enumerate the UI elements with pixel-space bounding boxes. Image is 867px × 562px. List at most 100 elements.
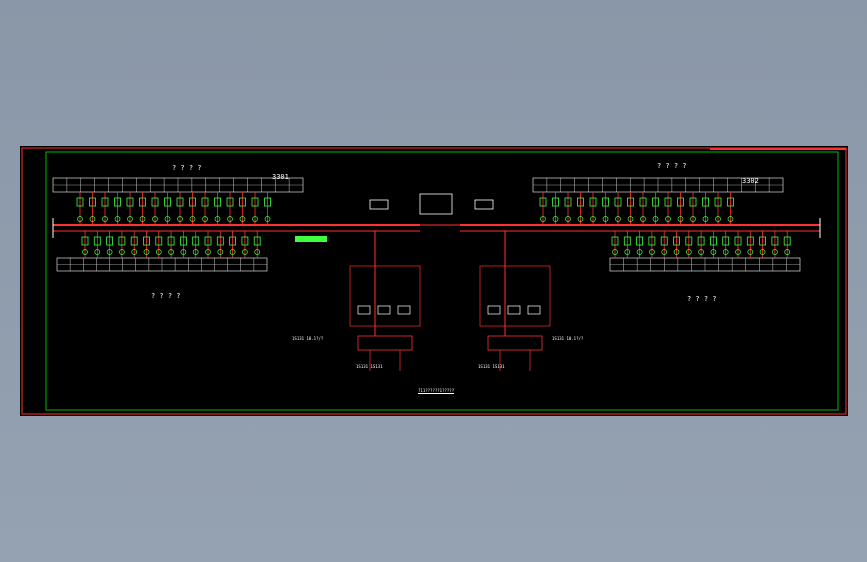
left-lower-ct xyxy=(192,249,199,255)
left-lower-breaker xyxy=(155,236,163,246)
left-upper-breaker xyxy=(201,197,209,207)
right-lower-breaker xyxy=(611,236,619,246)
right-lower-ct xyxy=(772,249,778,255)
right-bus-label: 3302 xyxy=(742,177,759,185)
right-upper-breaker xyxy=(602,197,609,207)
right-transformer-bay xyxy=(479,265,551,327)
right-top-label: ? ? ? ? xyxy=(657,162,687,170)
right-upper-breaker xyxy=(677,197,684,207)
right-lower-ct xyxy=(661,249,668,255)
left-upper-breaker xyxy=(189,197,196,207)
right-output-box xyxy=(487,335,543,351)
left-lower-ct xyxy=(205,249,211,255)
right-upper-breaker xyxy=(714,197,722,207)
left-upper-breaker xyxy=(239,197,246,207)
left-lower-breaker xyxy=(241,236,249,246)
left-lower-breaker xyxy=(179,236,187,246)
left-lower-ct xyxy=(242,249,248,255)
right-upper-ct xyxy=(727,216,734,222)
left-upper-breaker xyxy=(164,197,171,207)
left-upper-ct xyxy=(89,216,96,222)
right-ref-label: 1S131 10.1?/? xyxy=(552,336,584,341)
left-upper-breaker xyxy=(251,197,259,207)
right-lower-breaker xyxy=(783,236,791,246)
right-lower-ct xyxy=(612,249,618,255)
right-lower-breaker xyxy=(746,236,754,246)
left-unit xyxy=(397,305,411,315)
right-upper-ct xyxy=(677,216,684,222)
right-upper-ct xyxy=(652,216,659,222)
right-upper-ct xyxy=(690,216,696,222)
right-upper-ct xyxy=(602,216,609,222)
right-upper-ct xyxy=(565,216,571,222)
left-upper-breaker xyxy=(139,197,146,207)
right-upper-breaker xyxy=(627,197,634,207)
drawing-canvas[interactable]: ? ? ? ? ? ? ? ? ? ? ? ? ? ? ? ? 3301 330… xyxy=(20,146,848,416)
left-lower-breaker xyxy=(81,236,89,246)
left-lower-breaker xyxy=(216,236,224,246)
left-top-label: ? ? ? ? xyxy=(172,164,202,172)
right-upper-breaker xyxy=(539,197,547,207)
left-unit xyxy=(377,305,391,315)
right-upper-ct xyxy=(615,216,621,222)
right-upper-breaker xyxy=(577,197,584,207)
right-upper-breaker xyxy=(552,197,559,207)
right-upper-ct xyxy=(715,216,721,222)
right-lower-breaker xyxy=(660,236,668,246)
right-lower-breaker xyxy=(648,236,656,246)
right-lower-breaker xyxy=(623,236,631,246)
left-upper-ct xyxy=(177,216,183,222)
right-lower-breaker xyxy=(734,236,742,246)
right-lower-breaker xyxy=(685,236,693,246)
left-lower-ct xyxy=(180,249,187,255)
right-upper-ct xyxy=(665,216,671,222)
green-marker xyxy=(295,236,327,242)
left-upper-ct xyxy=(164,216,171,222)
left-upper-ct xyxy=(264,216,271,222)
left-lower-ct xyxy=(131,249,138,255)
right-lower-ct xyxy=(624,249,631,255)
left-bus-label: 3301 xyxy=(272,173,289,181)
left-upper-ct xyxy=(127,216,133,222)
right-upper-breaker xyxy=(727,197,734,207)
left-lower-breaker xyxy=(167,236,175,246)
left-upper-breaker xyxy=(76,197,84,207)
right-lower-breaker xyxy=(722,236,730,246)
left-lower-ct xyxy=(254,249,261,255)
right-bottom-label: ? ? ? ? xyxy=(687,295,717,303)
left-lower-breaker xyxy=(253,236,261,246)
right-lower-ct xyxy=(784,249,791,255)
left-upper-ct xyxy=(102,216,108,222)
left-upper-ct xyxy=(252,216,258,222)
right-lower-breaker xyxy=(771,236,779,246)
left-output-box xyxy=(357,335,413,351)
left-upper-breaker xyxy=(264,197,271,207)
left-lower-breaker xyxy=(130,236,138,246)
inner-frame xyxy=(45,151,839,411)
left-upper-ct xyxy=(189,216,196,222)
left-lower-ct xyxy=(94,249,101,255)
single-line-diagram xyxy=(21,147,847,415)
right-lower-breaker xyxy=(697,236,705,246)
right-upper-ct xyxy=(640,216,646,222)
right-lower-ct xyxy=(759,249,766,255)
right-upper-breaker xyxy=(702,197,709,207)
left-unit xyxy=(357,305,371,315)
left-upper-ct xyxy=(77,216,83,222)
left-transformer-bay xyxy=(349,265,421,327)
left-upper-breaker xyxy=(214,197,221,207)
right-lower-breaker xyxy=(636,236,643,246)
left-lower-breaker xyxy=(229,236,237,246)
right-unit xyxy=(527,305,541,315)
right-upper-breaker xyxy=(639,197,647,207)
right-tie-box xyxy=(474,199,494,210)
right-lower-ct xyxy=(673,249,680,255)
left-upper-breaker xyxy=(114,197,121,207)
left-upper-ct xyxy=(202,216,208,222)
right-upper-ct xyxy=(577,216,584,222)
right-lower-ct xyxy=(735,249,741,255)
left-lower-ct xyxy=(82,249,88,255)
right-transformer-label: 1S131 1S131 xyxy=(478,364,505,369)
right-lower-ct xyxy=(722,249,729,255)
